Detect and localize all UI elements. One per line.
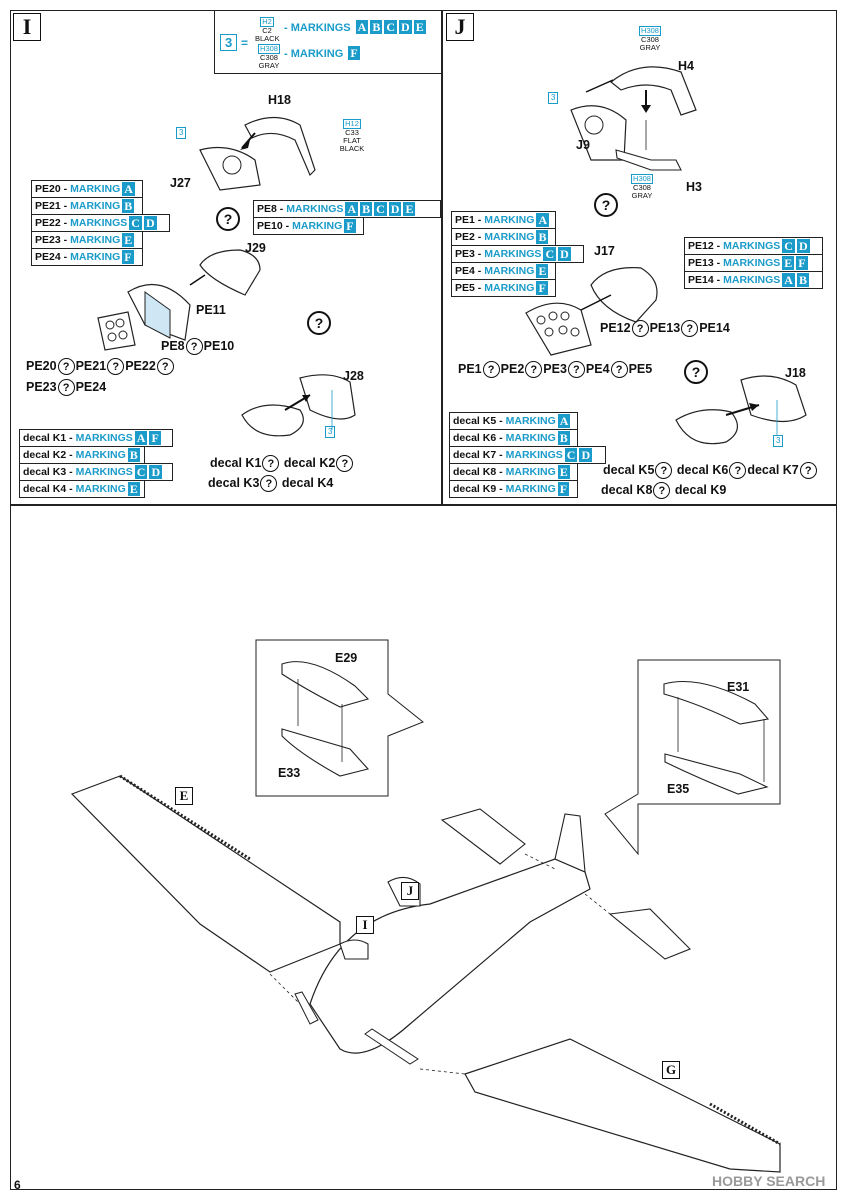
paint-h2: H2 C2 BLACK xyxy=(255,17,280,43)
paint-legend xyxy=(214,10,443,74)
decal-k5-k7-line: decal K5? decal K6?decal K7? xyxy=(603,462,818,479)
part-j29: J29 xyxy=(245,241,266,255)
badge-d: D xyxy=(399,20,412,34)
part-j9: J9 xyxy=(576,138,590,152)
paint-num-3-a: 3 xyxy=(176,127,187,139)
question-mark-j-1: ? xyxy=(594,193,618,217)
part-e31: E31 xyxy=(727,680,750,694)
part-e35: E35 xyxy=(667,782,690,796)
pe20-22-line: PE20?PE21?PE22? xyxy=(26,358,175,375)
pe8-pe10-line: PE8?PE10 xyxy=(161,338,234,355)
part-h4: H4 xyxy=(678,59,694,73)
decal-k8-k9-line: decal K8? decal K9 xyxy=(601,482,726,499)
part-j27: J27 xyxy=(170,176,191,190)
part-pe11: PE11 xyxy=(196,303,226,317)
badge-c: C xyxy=(384,20,398,34)
question-mark-i-1: ? xyxy=(216,207,240,231)
pe12-14-line: PE12?PE13?PE14 xyxy=(600,320,730,337)
legend-row-2: - MARKING F xyxy=(284,46,360,60)
aircraft-assembly-drawing xyxy=(70,639,781,1173)
sub-assembly-e: E xyxy=(175,787,193,805)
step-i-label: I xyxy=(13,13,41,41)
question-mark-j-2: ? xyxy=(684,360,708,384)
badge-a: A xyxy=(355,20,369,34)
legend-num-3: 3 xyxy=(220,34,238,51)
step-j-panel xyxy=(441,10,837,506)
part-j17: J17 xyxy=(594,244,615,258)
paint-h4: H308 C308 GRAY xyxy=(639,26,661,52)
badge-e: E xyxy=(413,20,426,34)
paint-num-3-c: 3 xyxy=(548,92,559,104)
pe23-24-line: PE23?PE24 xyxy=(26,379,106,396)
paint-h308: H308 C308 GRAY xyxy=(258,44,280,70)
part-e29: E29 xyxy=(335,651,358,665)
page-number: 6 xyxy=(14,1178,21,1192)
step-i-drawing xyxy=(97,116,356,437)
decal-k3-k4-line: decal K3? decal K4 xyxy=(208,475,333,492)
part-j28: J28 xyxy=(343,369,364,383)
paint-h12: H12 C33 FLAT BLACK xyxy=(339,119,365,153)
badge-f: F xyxy=(348,46,360,60)
part-j18: J18 xyxy=(785,366,806,380)
paint-num-3-d: 3 xyxy=(773,435,784,447)
badge-b: B xyxy=(370,20,383,34)
legend-equals: = xyxy=(241,36,249,50)
decal-k1-k2-line: decal K1? decal K2? xyxy=(210,455,354,472)
part-h18: H18 xyxy=(268,93,291,107)
question-mark-i-2: ? xyxy=(307,311,331,335)
part-e33: E33 xyxy=(278,766,301,780)
pe1-5-line: PE1?PE2?PE3?PE4?PE5 xyxy=(458,361,652,378)
sub-assembly-j: J xyxy=(401,882,419,900)
main-assembly-panel xyxy=(10,504,837,1190)
part-h3: H3 xyxy=(686,180,702,194)
step-j-drawing xyxy=(525,66,807,445)
paint-h3: H308 C308 GRAY xyxy=(631,174,653,200)
paint-num-3-b: 3 xyxy=(325,426,336,438)
watermark-logo: HOBBY SEARCH xyxy=(712,1173,826,1189)
sub-assembly-i: I xyxy=(356,916,374,934)
step-j-label: J xyxy=(446,13,474,41)
sub-assembly-g: G xyxy=(662,1061,680,1079)
